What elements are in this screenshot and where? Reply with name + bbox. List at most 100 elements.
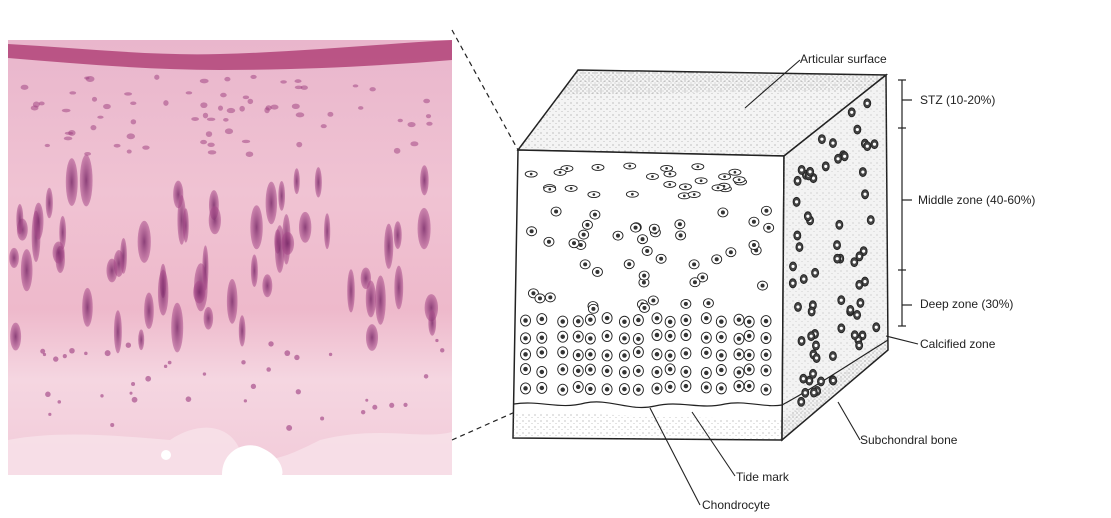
chondrocyte-superficial: [554, 169, 566, 175]
chondrocyte-deep: [681, 366, 691, 377]
chondrocyte-superficial: [692, 164, 704, 170]
chondrocyte-side: [789, 279, 796, 288]
chondrocyte-deep: [521, 349, 531, 360]
chondrocyte-middle: [590, 210, 600, 219]
chondrocyte-middle: [639, 271, 649, 280]
chondrocyte-side: [798, 165, 805, 174]
chondrocyte-middle: [545, 293, 555, 302]
chondrocyte-deep: [602, 331, 612, 342]
chondrocyte-side: [794, 302, 801, 311]
chondrocyte-deep: [633, 365, 643, 376]
chondrocyte-middle: [689, 260, 699, 269]
chondrocyte-deep: [665, 350, 675, 361]
chondrocyte-deep: [619, 384, 629, 395]
chondrocyte-middle: [648, 296, 658, 305]
chondrocyte-deep: [761, 365, 771, 376]
chondrocyte-side: [856, 252, 863, 261]
chondrocyte-superficial: [661, 165, 673, 171]
chondrocyte-side: [834, 241, 841, 250]
chondrocyte-side: [848, 108, 855, 117]
chondrocyte-middle: [613, 231, 623, 240]
chondrocyte-superficial: [729, 169, 741, 175]
zone-bracket: [898, 80, 912, 326]
chondrocyte-middle: [551, 207, 561, 216]
chondrocyte-middle: [758, 281, 768, 290]
chondrocyte-deep: [537, 382, 547, 393]
chondrocyte-side: [796, 243, 803, 252]
chondrocyte-side: [857, 298, 864, 307]
chondrocyte-side: [817, 377, 824, 386]
chondrocyte-deep: [665, 316, 675, 327]
chondrocyte-deep: [602, 384, 612, 395]
chondrocyte-middle: [749, 240, 759, 249]
chondrocyte-deep: [633, 315, 643, 326]
chondrocyte-deep: [744, 350, 754, 361]
chondrocyte-deep: [558, 364, 568, 375]
chondrocyte-deep: [537, 332, 547, 343]
chondrocyte-deep: [521, 383, 531, 394]
chondrocyte-middle: [579, 230, 589, 239]
chondrocyte-deep: [521, 333, 531, 344]
chondrocyte-deep: [585, 384, 595, 395]
chondrocyte-deep: [716, 350, 726, 361]
chondrocyte-deep: [573, 316, 583, 327]
chondrocyte-deep: [701, 332, 711, 343]
chondrocyte-side: [802, 388, 809, 397]
chondrocyte-side: [834, 254, 841, 263]
label-articular-surface: Articular surface: [800, 52, 887, 66]
chondrocyte-deep: [585, 364, 595, 375]
chondrocyte-side: [871, 140, 878, 149]
chondrocyte-deep: [619, 316, 629, 327]
chondrocyte-deep: [558, 316, 568, 327]
chondrocyte-middle: [656, 254, 666, 263]
chondrocyte-side: [794, 231, 801, 240]
chondrocyte-deep: [716, 332, 726, 343]
chondrocyte-side: [808, 332, 815, 341]
chondrocyte-superficial: [719, 174, 731, 180]
chondrocyte-middle: [726, 248, 736, 257]
chondrocyte-middle: [718, 208, 728, 217]
label-calcified-zone: Calcified zone: [920, 337, 995, 351]
chondrocyte-deep: [744, 330, 754, 341]
chondrocyte-deep: [537, 347, 547, 358]
chondrocyte-superficial: [679, 184, 691, 190]
chondrocyte-superficial: [712, 185, 724, 191]
chondrocyte-deep: [716, 365, 726, 376]
chondrocyte-superficial: [733, 177, 745, 183]
chondrocyte-deep: [761, 384, 771, 395]
chondrocyte-superficial: [565, 185, 577, 191]
chondrocyte-middle: [639, 303, 649, 312]
label-stz: STZ (10-20%): [920, 93, 995, 107]
chondrocyte-superficial: [664, 181, 676, 187]
chondrocyte-side: [854, 125, 861, 134]
chondrocyte-deep: [716, 316, 726, 327]
chondrocyte-deep: [744, 381, 754, 392]
chondrocyte-side: [810, 388, 817, 397]
chondrocyte-deep: [734, 381, 744, 392]
chondrocyte-deep: [619, 350, 629, 361]
chondrocyte-deep: [573, 365, 583, 376]
chondrocyte-side: [864, 142, 871, 151]
chondrocyte-side: [812, 341, 819, 350]
chondrocyte-superficial: [695, 178, 707, 184]
chondrocyte-deep: [652, 313, 662, 324]
chondrocyte-deep: [558, 331, 568, 342]
chondrocyte-deep: [633, 333, 643, 344]
chondrocyte-superficial: [624, 163, 636, 169]
chondrocyte-deep: [573, 381, 583, 392]
chondrocyte-deep: [573, 331, 583, 342]
chondrocyte-superficial: [525, 171, 537, 177]
chondrocyte-deep: [619, 333, 629, 344]
chondrocyte-side: [813, 354, 820, 363]
chondrocyte-middle: [535, 294, 545, 303]
chondrocyte-side: [838, 324, 845, 333]
chondrocyte-side: [847, 305, 854, 314]
chondrocyte-middle: [588, 304, 598, 313]
chondrocyte-deep: [761, 333, 771, 344]
chondrocyte-middle: [642, 246, 652, 255]
chondrocyte-middle: [676, 231, 686, 240]
chondrocyte-deep: [716, 383, 726, 394]
chondrocyte-side: [854, 310, 861, 319]
chondrocyte-middle: [582, 220, 592, 229]
